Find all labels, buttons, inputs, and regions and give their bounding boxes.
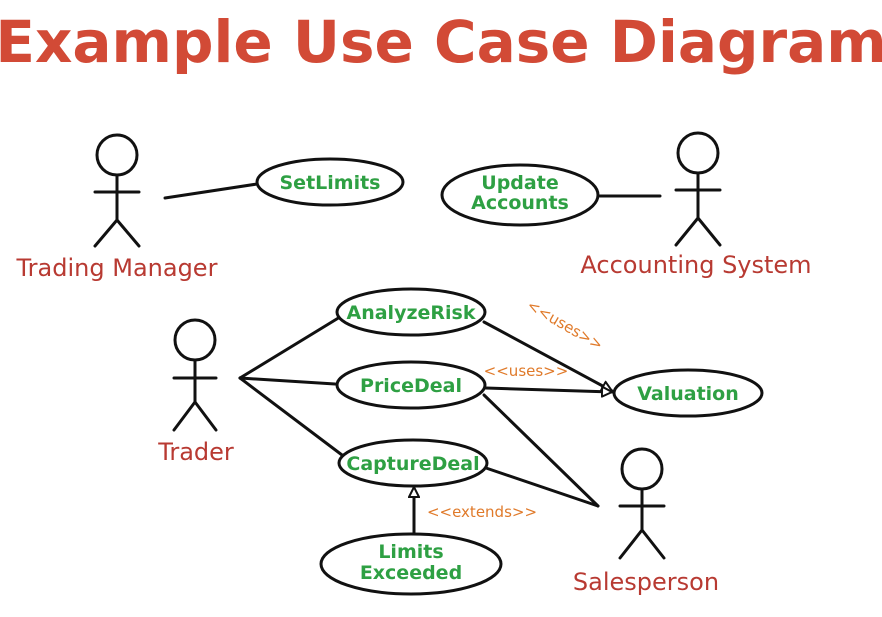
actor-trader: Trader — [157, 318, 234, 466]
stereotype-extends: <<extends>> — [427, 503, 537, 521]
diagram-title: Example Use Case Diagram — [0, 8, 882, 76]
usecase-capturedeal: CaptureDeal — [337, 438, 489, 488]
assoc-trader-capturedeal — [238, 376, 344, 457]
usecase-label-setlimits: SetLimits — [280, 172, 381, 194]
stick-figure-icon — [618, 447, 666, 560]
uses-arrow-analyzerisk-valuation — [482, 320, 612, 393]
actor-label-trader: Trader — [157, 438, 234, 466]
actor-trading-manager: Trading Manager — [16, 133, 218, 282]
assoc-trader-pricedeal — [238, 376, 337, 386]
usecase-analyzerisk: AnalyzeRisk — [335, 287, 487, 337]
usecase-label-pricedeal: PriceDeal — [360, 375, 462, 397]
uses-arrow-pricedeal-valuation — [484, 388, 614, 392]
usecase-setlimits: SetLimits — [255, 157, 405, 207]
assoc-trading-manager-setlimits — [163, 182, 259, 200]
stereotype-uses-pricedeal: <<uses>> — [484, 362, 569, 380]
actor-label-accounting-system: Accounting System — [580, 251, 811, 279]
assoc-trader-analyzerisk — [238, 315, 342, 380]
assoc-capturedeal-salesperson — [484, 466, 600, 508]
stick-figure-icon — [93, 133, 141, 248]
assoc-pricedeal-salesperson — [482, 393, 600, 508]
usecase-label-capturedeal: CaptureDeal — [346, 453, 479, 475]
usecase-label-update-accounts-line1: Update — [481, 172, 558, 194]
usecase-label-valuation: Valuation — [637, 383, 739, 405]
usecase-label-analyzerisk: AnalyzeRisk — [347, 302, 476, 324]
stick-figure-icon — [172, 318, 218, 432]
usecase-label-update-accounts-line2: Accounts — [471, 192, 569, 214]
usecase-label-limits-exceeded-line2: Exceeded — [360, 562, 462, 584]
usecase-label-limits-exceeded-line1: Limits — [378, 541, 443, 563]
actor-label-salesperson: Salesperson — [573, 568, 719, 596]
stereotype-uses-analyzerisk: <<uses>> — [524, 296, 606, 354]
usecase-valuation: Valuation — [612, 368, 764, 418]
association-lines — [163, 182, 662, 536]
stick-figure-icon — [674, 131, 722, 247]
usecase-limits-exceeded: Limits Exceeded — [319, 532, 503, 596]
usecase-update-accounts: Update Accounts — [440, 163, 600, 227]
actor-accounting-system: Accounting System — [580, 131, 812, 279]
actor-salesperson: Salesperson — [573, 447, 719, 596]
actor-label-trading-manager: Trading Manager — [16, 254, 218, 282]
usecase-pricedeal: PriceDeal — [335, 360, 487, 410]
